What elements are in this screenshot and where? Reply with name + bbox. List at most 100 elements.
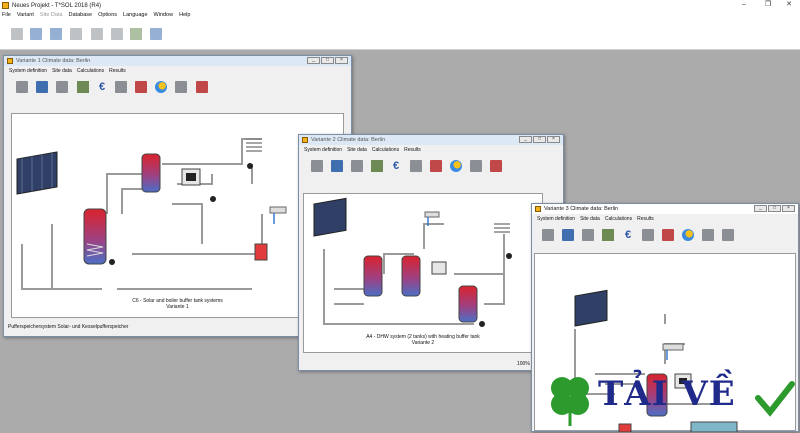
shower-icon[interactable] <box>175 81 187 93</box>
variant-3-close-button[interactable]: × <box>782 205 795 212</box>
variant-2-window[interactable]: Variante 2 Climate data: Berlin _ □ × Sy… <box>298 134 564 371</box>
collector-icon[interactable] <box>562 229 574 241</box>
shower-icon[interactable] <box>702 229 714 241</box>
tap-icon[interactable] <box>642 229 654 241</box>
system-name: C6 - Solar and boiler buffer tank system… <box>132 298 223 304</box>
close-button[interactable]: ✕ <box>786 1 792 8</box>
house-icon[interactable] <box>196 81 208 93</box>
tap-icon[interactable] <box>115 81 127 93</box>
house-icon[interactable] <box>490 160 502 172</box>
variant-name: Variante 2 <box>411 340 435 346</box>
menu-site-data[interactable]: Site data <box>52 67 72 74</box>
weather-icon[interactable] <box>155 81 167 93</box>
variant-3-title: Variante 3 Climate data: Berlin <box>544 206 619 212</box>
download-watermark: TẢI VỀ <box>548 370 798 430</box>
menu-site-data[interactable]: Site data <box>347 146 367 153</box>
weather-icon[interactable] <box>450 160 462 172</box>
menu-results[interactable]: Results <box>637 215 654 222</box>
variant-2-caption: A4 - DHW system (2 tanks) with heating b… <box>304 334 542 346</box>
storage-icon[interactable] <box>582 229 594 241</box>
menu-results[interactable]: Results <box>404 146 421 153</box>
menu-calculations[interactable]: Calculations <box>76 67 105 74</box>
system-selection-icon[interactable] <box>311 160 323 172</box>
menu-system-definition[interactable]: System definition <box>9 67 48 74</box>
variant-2-title: Variante 2 Climate data: Berlin <box>311 137 386 143</box>
variant-1-window[interactable]: Variante 1 Climate data: Berlin _ □ × Sy… <box>3 55 352 337</box>
variant-2-minimize-button[interactable]: _ <box>519 136 532 143</box>
menu-calculations[interactable]: Calculations <box>371 146 400 153</box>
menu-window[interactable]: Window <box>153 12 174 18</box>
collector-icon[interactable] <box>331 160 343 172</box>
menu-site-data[interactable]: Site Data <box>39 12 63 18</box>
save-project-icon[interactable] <box>50 28 62 40</box>
app-title-bar: Neues Projekt - T*SOL 2018 (R4) – ❐ ✕ <box>0 0 800 11</box>
storage-icon[interactable] <box>351 160 363 172</box>
euro-icon[interactable]: € <box>624 229 632 241</box>
variant-icon <box>535 206 541 212</box>
variant-name: Variante 1 <box>166 304 189 310</box>
variant-1-title-bar[interactable]: Variante 1 Climate data: Berlin _ □ × <box>4 56 351 66</box>
menu-database[interactable]: Database <box>68 12 93 18</box>
variant-3-minimize-button[interactable]: _ <box>754 205 767 212</box>
calculate-icon[interactable] <box>130 28 142 40</box>
book-icon[interactable] <box>371 160 383 172</box>
variant-1-minimize-button[interactable]: _ <box>307 57 320 64</box>
zoom-level: 100% <box>517 361 530 367</box>
system-icon[interactable] <box>91 28 103 40</box>
menu-site-data[interactable]: Site data <box>580 215 600 222</box>
variant-2-title-bar[interactable]: Variante 2 Climate data: Berlin _ □ × <box>299 135 563 145</box>
variant-1-title: Variante 1 Climate data: Berlin <box>16 58 91 64</box>
variant-1-status: Pufferspeichersystem Solar- und Kesselpu… <box>8 324 129 330</box>
variant-2-toolbar: € <box>299 154 563 180</box>
menu-options[interactable]: Options <box>98 12 118 18</box>
storage-icon[interactable] <box>56 81 68 93</box>
restore-button[interactable]: ❐ <box>764 1 772 8</box>
tap-icon[interactable] <box>410 160 422 172</box>
chart-icon[interactable] <box>430 160 442 172</box>
new-project-icon[interactable] <box>11 28 23 40</box>
variant-1-toolbar: € <box>4 75 351 101</box>
app-title: Neues Projekt - T*SOL 2018 (R4) <box>12 2 102 9</box>
chart-icon[interactable] <box>135 81 147 93</box>
house-icon[interactable] <box>722 229 734 241</box>
book-icon[interactable] <box>602 229 614 241</box>
chart-icon[interactable] <box>662 229 674 241</box>
menu-results[interactable]: Results <box>109 67 126 74</box>
minimize-button[interactable]: – <box>742 1 746 8</box>
euro-icon[interactable]: € <box>98 81 106 93</box>
shower-icon[interactable] <box>470 160 482 172</box>
weather-icon[interactable] <box>682 229 694 241</box>
variant-1-schematic: C6 - Solar and boiler buffer tank system… <box>11 113 344 318</box>
clover-icon <box>551 377 589 426</box>
menu-variant[interactable]: Variant <box>16 12 34 18</box>
tap-icon[interactable] <box>111 28 123 40</box>
system-selection-icon[interactable] <box>542 229 554 241</box>
open-project-icon[interactable] <box>30 28 42 40</box>
menu-language[interactable]: Language <box>123 12 148 18</box>
main-toolbar <box>0 19 800 50</box>
solar-system-diagram <box>313 197 512 327</box>
system-selection-icon[interactable] <box>16 81 28 93</box>
menu-calculations[interactable]: Calculations <box>604 215 633 222</box>
solar-system-diagram <box>16 138 287 290</box>
collector-icon[interactable] <box>36 81 48 93</box>
variant-3-menu: System definition Site data Calculations… <box>532 214 798 223</box>
variant-1-close-button[interactable]: × <box>335 57 348 64</box>
variant-1-caption: C6 - Solar and boiler buffer tank system… <box>12 298 343 310</box>
checkmark-icon <box>755 381 795 417</box>
menu-system-definition[interactable]: System definition <box>304 146 343 153</box>
variant-3-title-bar[interactable]: Variante 3 Climate data: Berlin _ □ × <box>532 204 798 214</box>
menu-system-definition[interactable]: System definition <box>537 215 576 222</box>
variant-3-maximize-button[interactable]: □ <box>768 205 781 212</box>
variant-3-toolbar: € <box>532 223 798 249</box>
menu-help[interactable]: Help <box>179 12 191 18</box>
menu-file[interactable]: File <box>2 12 11 18</box>
variant-2-maximize-button[interactable]: □ <box>533 136 546 143</box>
variant-1-maximize-button[interactable]: □ <box>321 57 334 64</box>
variant-2-close-button[interactable]: × <box>547 136 560 143</box>
results-icon[interactable] <box>150 28 162 40</box>
euro-icon[interactable]: € <box>392 160 400 172</box>
climate-data-icon[interactable] <box>70 28 82 40</box>
watermark-text: TẢI VỀ <box>598 374 736 414</box>
book-icon[interactable] <box>77 81 89 93</box>
